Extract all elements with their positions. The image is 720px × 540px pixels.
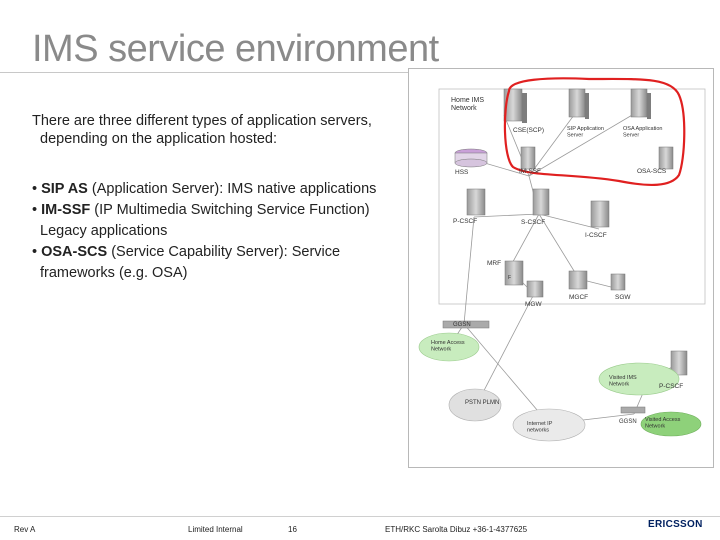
mgw-server-icon [526, 280, 544, 298]
i-cscf-server-icon [590, 200, 610, 228]
s-cscf-server-icon [532, 188, 550, 216]
i-cscf-label: I-CSCF [585, 232, 607, 239]
cse-scp-label: CSE(SCP) [513, 127, 544, 134]
footer-classification: Limited Internal [188, 525, 243, 534]
osa-scs-server-icon [658, 146, 674, 170]
intro-text: There are three different types of appli… [32, 113, 372, 147]
visited-ggsn-bar-icon [620, 406, 646, 414]
sip-as-server-icon [568, 88, 589, 119]
visited-ims-cloud [598, 362, 680, 396]
im-ssf-server-icon [520, 146, 536, 170]
home-access-cloud [418, 332, 480, 362]
hss-label: HSS [455, 169, 469, 176]
s-cscf-label: S-CSCF [521, 219, 545, 226]
bullet-term: IM-SSF [41, 202, 91, 218]
footer-divider [0, 516, 720, 517]
mgcf-server-icon [568, 270, 588, 290]
osa-as-server-icon [630, 88, 651, 119]
footer-page-number: 16 [288, 525, 297, 534]
sgw-server-icon [610, 273, 626, 291]
bullet-item: • OSA-SCS (Service Capability Server): S… [32, 244, 341, 281]
page-title: IMS service environment [32, 28, 439, 70]
visited-p-cscf-label: P-CSCF [659, 383, 683, 390]
bullet-item: • IM-SSF (IP Multimedia Switching Servic… [32, 202, 370, 239]
footer-author: ETH/RKC Sarolta Dibuz +36-1-4377625 [385, 525, 528, 534]
p-cscf-label: P-CSCF [453, 218, 477, 225]
mgw-label: MGW [525, 301, 542, 308]
internet-cloud [512, 408, 586, 442]
footer-revision: Rev A [14, 525, 36, 534]
bullet-list: • SIP AS (Application Server): IMS nativ… [32, 179, 392, 284]
mgcf-label: MGCF [569, 294, 588, 301]
bullet-item: • SIP AS (Application Server): IMS nativ… [32, 181, 377, 197]
pstn-label: PSTN PLMN [465, 400, 499, 406]
ims-network-diagram: F [408, 68, 714, 468]
cse-scp-server-icon [503, 88, 527, 123]
sgw-label: SGW [615, 294, 631, 301]
title-divider [0, 72, 470, 73]
ericsson-logo: ERICSSON [648, 519, 703, 530]
pstn-cloud [448, 388, 502, 422]
bullet-desc: (Service Capability Server): Service fra… [40, 244, 341, 281]
mrf-server-icon: F [504, 260, 524, 286]
svg-text:F: F [508, 275, 511, 281]
im-ssf-label: IM-SSF [519, 168, 541, 175]
visited-access-cloud [640, 411, 702, 437]
app-server-highlight [503, 77, 686, 187]
bullet-desc: (IP Multimedia Switching Service Functio… [40, 202, 370, 239]
bullet-desc: (Application Server): IMS native applica… [87, 181, 377, 197]
mrf-label: MRF [487, 260, 501, 267]
bullet-term: OSA-SCS [41, 244, 108, 260]
visited-p-cscf-server-icon [670, 350, 688, 376]
osa-scs-label: OSA-SCS [637, 168, 667, 175]
p-cscf-server-icon [466, 188, 486, 216]
ggsn-label: GGSN [453, 322, 471, 328]
bullet-term: SIP AS [41, 181, 88, 197]
ggsn-bar-icon [442, 320, 490, 329]
hss-database-icon [454, 148, 488, 168]
visited-ggsn-label: GGSN [619, 419, 637, 425]
